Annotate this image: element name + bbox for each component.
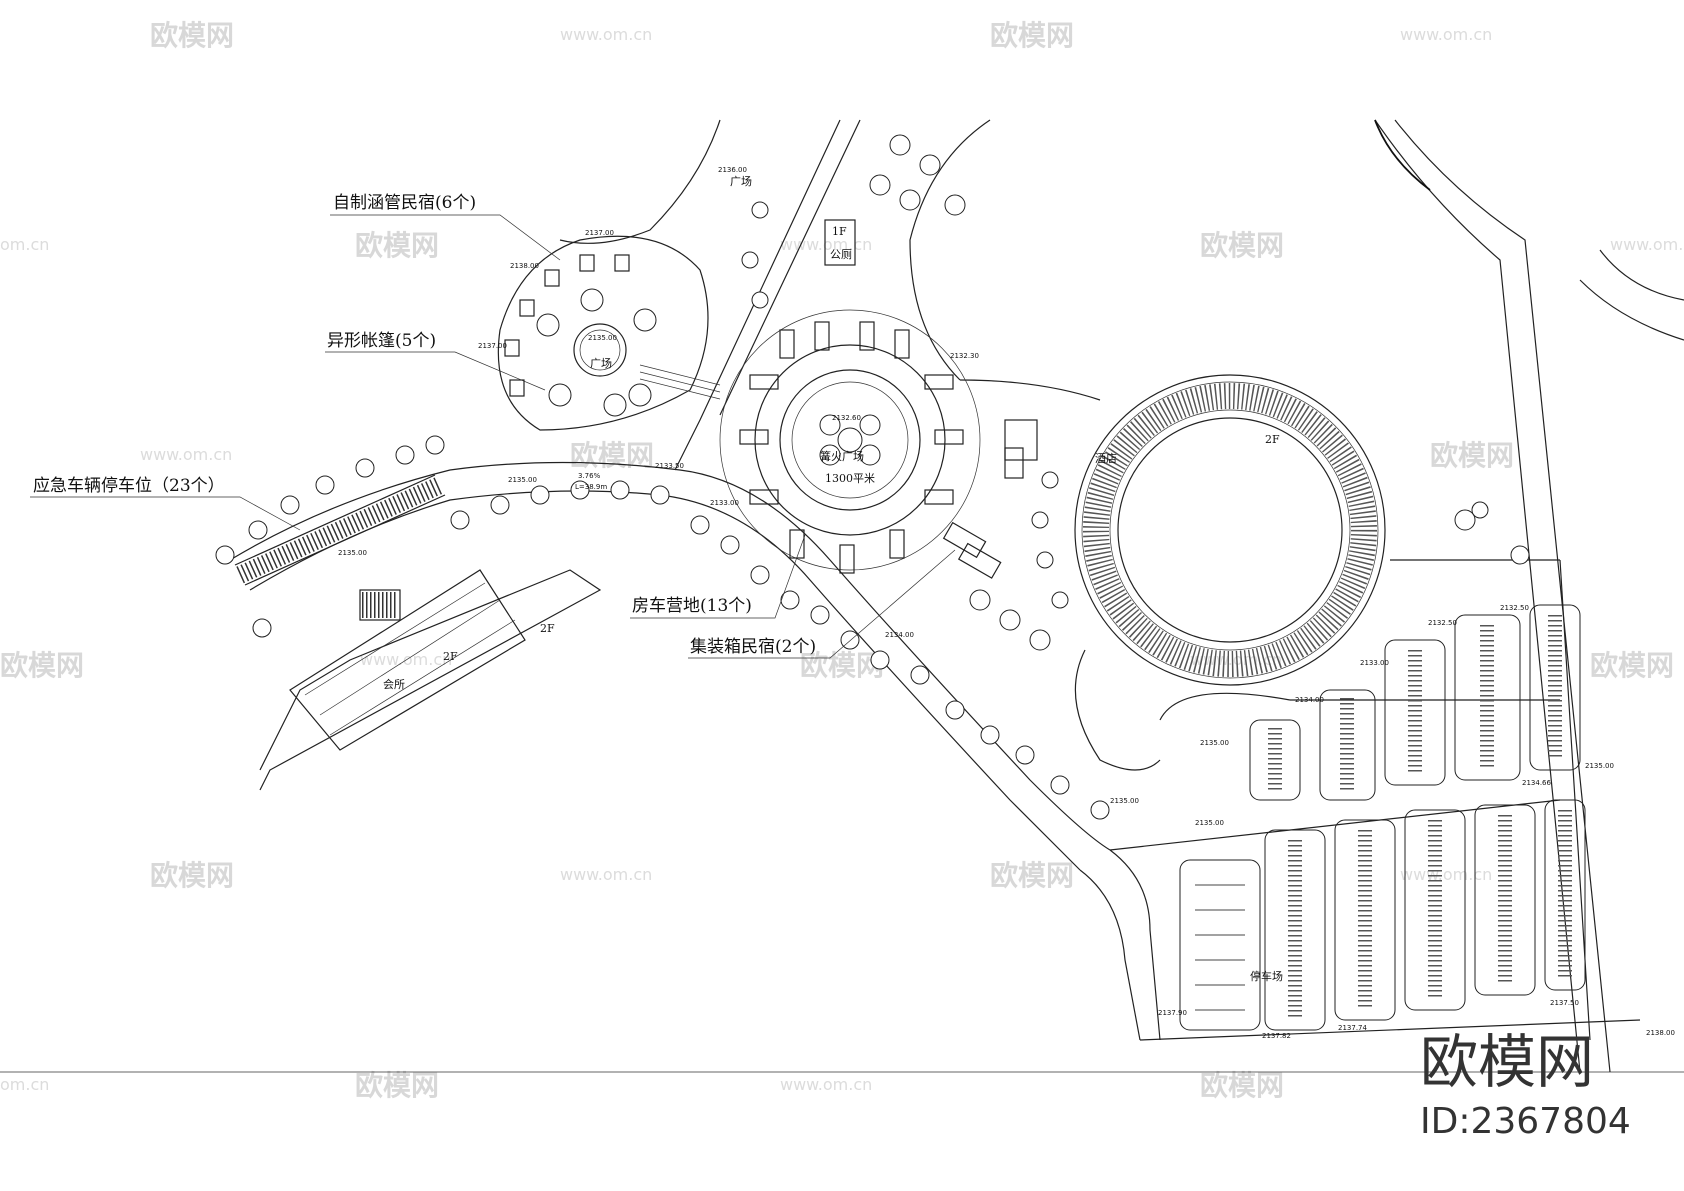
watermark-brand: 欧模网 — [990, 859, 1074, 892]
watermark-brand: 欧模网 — [150, 19, 234, 52]
elevation: 2132.50 — [1428, 619, 1457, 627]
label-container-homestay: 集装箱民宿(2个) — [690, 637, 816, 657]
label-emergency-parking: 应急车辆停车位（23个） — [33, 476, 225, 496]
watermark-brand: 欧模网 — [0, 649, 84, 682]
elevation: 2133.00 — [710, 499, 739, 507]
elevation: 2135.00 — [508, 476, 537, 484]
watermark-url: www.om.cn — [780, 1075, 872, 1094]
slope-grade: 3.76% — [578, 472, 601, 480]
watermark-brand: 欧模网 — [1200, 229, 1284, 262]
toilet-building: 1F 公厕 广场 — [730, 174, 856, 266]
hotel: 酒店 2F — [1074, 374, 1386, 771]
elevation: 2132.50 — [1500, 604, 1529, 612]
watermark-brand: 欧模网 — [355, 229, 439, 262]
bonfire-plaza-label: 篝火广场 — [820, 449, 864, 463]
toilet-label: 公厕 — [830, 248, 852, 261]
watermark-url: www.om.cn — [140, 445, 232, 464]
brand-mark: 欧模网 ID:2367804 — [1420, 1028, 1631, 1142]
parking-lot: 停车场 — [1179, 604, 1586, 1031]
plaza-top-label: 广场 — [730, 174, 752, 188]
elevation: 2138.00 — [510, 262, 539, 270]
toilet-floor: 1F — [832, 225, 847, 238]
label-tent: 异形帐篷(5个) — [327, 331, 436, 351]
watermark-url: www.om.cn — [1400, 865, 1492, 884]
elevation: 2136.00 — [718, 166, 747, 174]
watermark-layer: 欧模网 www.om.cn 欧模网 www.om.cn om.cn 欧模网 ww… — [0, 19, 1684, 1102]
elevation: 2133.00 — [1360, 659, 1389, 667]
label-pipe-homestay: 自制涵管民宿(6个) — [333, 193, 476, 213]
elevation: 2137.00 — [478, 342, 507, 350]
brand-id: ID:2367804 — [1420, 1101, 1631, 1142]
watermark-url: om.cn — [0, 235, 49, 254]
clubhouse-label: 会所 — [383, 678, 405, 691]
elevation: 2133.50 — [655, 462, 684, 470]
tent-plaza: 广场 — [497, 235, 721, 431]
roads — [229, 119, 1684, 1073]
elevation: 2134.66 — [1522, 779, 1551, 787]
elevation: 2138.00 — [1646, 1029, 1675, 1037]
elevation-markers: 2137.00 2138.00 2135.00 2137.00 2136.00 … — [338, 166, 1675, 1040]
elevation: 2135.00 — [338, 549, 367, 557]
elevation: 2132.30 — [950, 352, 979, 360]
watermark-url: om.cn — [0, 1075, 49, 1094]
watermark-url: www.om.cn — [780, 235, 872, 254]
elevation: 2137.90 — [1158, 1009, 1187, 1017]
watermark-brand: 欧模网 — [355, 1069, 439, 1102]
watermark-brand: 欧模网 — [990, 19, 1074, 52]
watermark-url: www.om.cn — [560, 25, 652, 44]
bonfire-plaza: 篝火广场 1300平米 — [719, 309, 981, 574]
clubhouse-floor-b: 2F — [540, 622, 555, 635]
elevation: 2132.60 — [832, 414, 861, 422]
elevation: 2135.00 — [588, 334, 617, 342]
slope-length: L=38.9m — [575, 483, 607, 491]
callouts: 自制涵管民宿(6个) 异形帐篷(5个) 应急车辆停车位（23个） 房车营地(13… — [30, 193, 956, 659]
rv-pads — [739, 321, 964, 574]
watermark-brand: 欧模网 — [150, 859, 234, 892]
parking-label: 停车场 — [1250, 969, 1283, 983]
bonfire-area: 1300平米 — [825, 472, 875, 485]
hotel-label: 酒店 — [1095, 451, 1117, 465]
watermark-brand: 欧模网 — [570, 439, 654, 472]
elevation: 2137.74 — [1338, 1024, 1367, 1032]
elevation: 2134.00 — [885, 631, 914, 639]
label-rv-camp: 房车营地(13个) — [632, 596, 752, 616]
elevation: 2135.00 — [1200, 739, 1229, 747]
watermark-url: www.om.cn — [1610, 235, 1684, 254]
container-homestays — [942, 419, 1038, 579]
watermark-brand: 欧模网 — [1590, 649, 1674, 682]
watermark-url: www.om.cn — [1400, 25, 1492, 44]
elevation: 2135.00 — [1110, 797, 1139, 805]
watermark-url: www.om.cn — [1190, 650, 1282, 669]
elevation: 2135.00 — [1585, 762, 1614, 770]
elevation: 2137.00 — [585, 229, 614, 237]
plaza-label: 广场 — [590, 356, 612, 370]
hotel-floor: 2F — [1265, 433, 1280, 446]
clubhouse: 2F 2F 会所 — [259, 569, 602, 791]
brand-logo-text: 欧模网 — [1420, 1028, 1594, 1096]
emergency-parking — [234, 474, 446, 586]
clubhouse-floor: 2F — [443, 650, 458, 663]
watermark-url: www.om.cn — [560, 865, 652, 884]
watermark-brand: 欧模网 — [800, 649, 884, 682]
elevation: 2134.00 — [1295, 696, 1324, 704]
watermark-url: www.om.cn — [360, 650, 452, 669]
elevation: 2137.50 — [1550, 999, 1579, 1007]
trees — [215, 134, 1530, 820]
elevation: 2137.82 — [1262, 1032, 1291, 1040]
watermark-brand: 欧模网 — [1200, 1069, 1284, 1102]
elevation: 2135.00 — [1195, 819, 1224, 827]
watermark-brand: 欧模网 — [1430, 439, 1514, 472]
